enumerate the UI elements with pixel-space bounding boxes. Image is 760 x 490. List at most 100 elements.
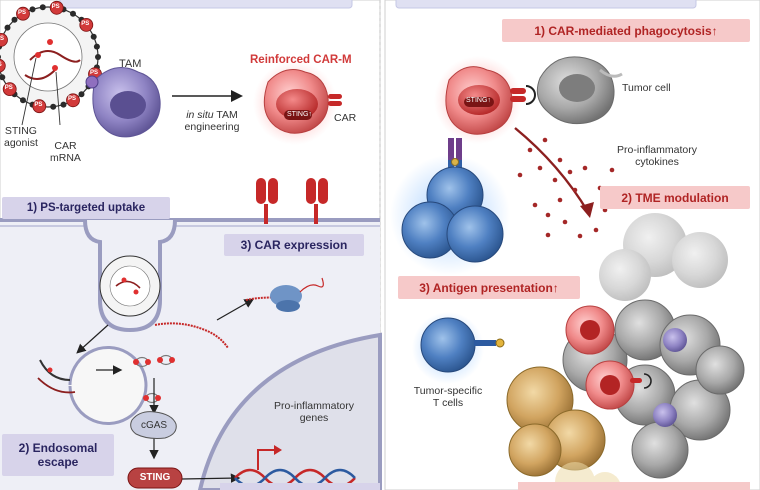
reinforced-car-m-label: Reinforced CAR-M xyxy=(250,54,352,66)
ps-marker xyxy=(0,58,6,73)
ps-marker xyxy=(66,93,80,108)
ps-label: PS xyxy=(4,85,13,92)
cytokine-dot xyxy=(577,233,583,239)
lipid-head xyxy=(93,43,100,50)
cytokine-dot xyxy=(593,227,599,233)
step3-car-expression: 3) CAR expression xyxy=(224,234,364,256)
ps-marker xyxy=(32,99,47,114)
cytokine-arrowhead xyxy=(580,202,594,218)
cytokine-dot xyxy=(582,165,588,171)
cytokine-dot xyxy=(527,147,533,153)
ps-label: PS xyxy=(34,102,43,109)
endosome xyxy=(37,346,148,425)
ps-marker xyxy=(16,6,30,21)
tumor-cell-label: Tumor cell xyxy=(622,82,671,94)
arrow-to-translation xyxy=(216,298,255,321)
lipid-head xyxy=(0,74,6,81)
step1-ps-targeted-uptake: 1) PS-targeted uptake xyxy=(2,197,170,219)
ps-marker xyxy=(2,82,17,96)
pro-inflammatory-genes-label: Pro-inflammatory genes xyxy=(274,400,354,425)
tumor-mass xyxy=(506,299,745,479)
cytokine-dot xyxy=(557,197,563,203)
tumor-cell-top xyxy=(536,56,623,125)
car-receptors-membrane xyxy=(256,178,328,224)
reinforced-car-m-cell xyxy=(253,61,342,145)
in-situ-engineering-label: in situ TAM engineering xyxy=(178,109,246,133)
tam-cell xyxy=(85,67,161,138)
car-mrna-pointer xyxy=(55,71,61,126)
cytokine-dot xyxy=(567,169,573,175)
sting-agonist-pointer xyxy=(21,57,37,126)
cytokine-dot xyxy=(572,187,578,193)
lipid-head xyxy=(29,6,36,13)
ps-label: PS xyxy=(89,70,98,77)
lipid-head xyxy=(20,97,26,104)
released-car-mrna xyxy=(154,322,229,349)
lipid-head xyxy=(78,91,85,98)
sting-agonist-label: STING agonist xyxy=(4,125,38,150)
sting-up-label-right: STING↑ xyxy=(466,97,491,104)
ps-label: PS xyxy=(0,62,2,69)
arrow-to-escape xyxy=(76,324,109,354)
engineering-text: engineering xyxy=(184,121,240,134)
sting-agonist-dot xyxy=(52,65,58,71)
cytokine-dot xyxy=(557,157,563,163)
ps-label: PS xyxy=(0,35,5,42)
cytokine-dot xyxy=(552,177,558,183)
in-situ-text: in situ xyxy=(186,109,214,121)
lipid-head xyxy=(4,24,11,31)
ps-marker xyxy=(49,0,64,15)
ps-nanoparticle xyxy=(0,6,99,108)
lipid-head xyxy=(0,54,1,60)
cytokine-dot xyxy=(562,219,568,225)
car-label: CAR xyxy=(334,112,357,124)
cytokine-dots xyxy=(517,137,615,239)
lipid-head xyxy=(60,101,67,108)
cytokine-dot xyxy=(609,167,615,173)
left-title-box xyxy=(59,0,353,9)
ps-label: PS xyxy=(68,96,77,103)
lipid-head xyxy=(95,54,101,60)
step2-tme-modulation: 2) TME modulation xyxy=(600,186,750,209)
released-sting-agonists xyxy=(133,354,175,404)
lipid-head xyxy=(39,4,46,11)
left-bottom-box xyxy=(220,483,380,490)
ps-label: PS xyxy=(18,9,27,16)
lipid-head xyxy=(11,16,18,23)
car-mrna-label: CAR mRNA xyxy=(50,140,81,165)
internalized-nanoparticle xyxy=(99,255,161,317)
arrow-to-gene xyxy=(181,473,241,483)
cytokine-arrow xyxy=(514,127,590,213)
cytokine-dot xyxy=(517,172,523,178)
sting-label: STING xyxy=(139,472,171,483)
dying-tumor-cells xyxy=(599,213,728,301)
lipid-head xyxy=(50,103,57,110)
sting-protein xyxy=(127,467,183,489)
lipid-head xyxy=(70,10,76,17)
cgas-label: cGAS xyxy=(140,420,168,431)
ps-marker xyxy=(79,17,94,32)
sting-agonist-dot xyxy=(35,52,41,58)
nucleus-membrane xyxy=(197,332,382,490)
sting-agonist-dot xyxy=(47,39,53,45)
right-panel-frame xyxy=(384,0,760,490)
ps-label: PS xyxy=(81,20,90,27)
tam-label: TAM xyxy=(119,58,142,70)
tumor-specific-t-cells-label: Tumor-specific T cells xyxy=(413,385,483,410)
cytokine-dot xyxy=(545,232,551,238)
ribosome xyxy=(245,277,324,312)
cytokine-dot xyxy=(532,202,538,208)
right-bottom-box xyxy=(518,482,750,490)
sting-up-label-left: STING↑ xyxy=(287,111,312,118)
step2-endosomal-escape: 2) Endosomal escape xyxy=(2,434,114,476)
step1-car-phagocytosis: 1) CAR-mediated phagocytosis↑ xyxy=(502,19,750,42)
ps-marker xyxy=(0,33,8,47)
ps-label: PS xyxy=(51,3,60,10)
cgas-protein xyxy=(130,411,177,439)
cytokine-dot xyxy=(545,212,551,218)
t-cell-cluster xyxy=(390,155,510,275)
lipid-head xyxy=(90,33,97,40)
tam-text: TAM xyxy=(216,109,238,121)
